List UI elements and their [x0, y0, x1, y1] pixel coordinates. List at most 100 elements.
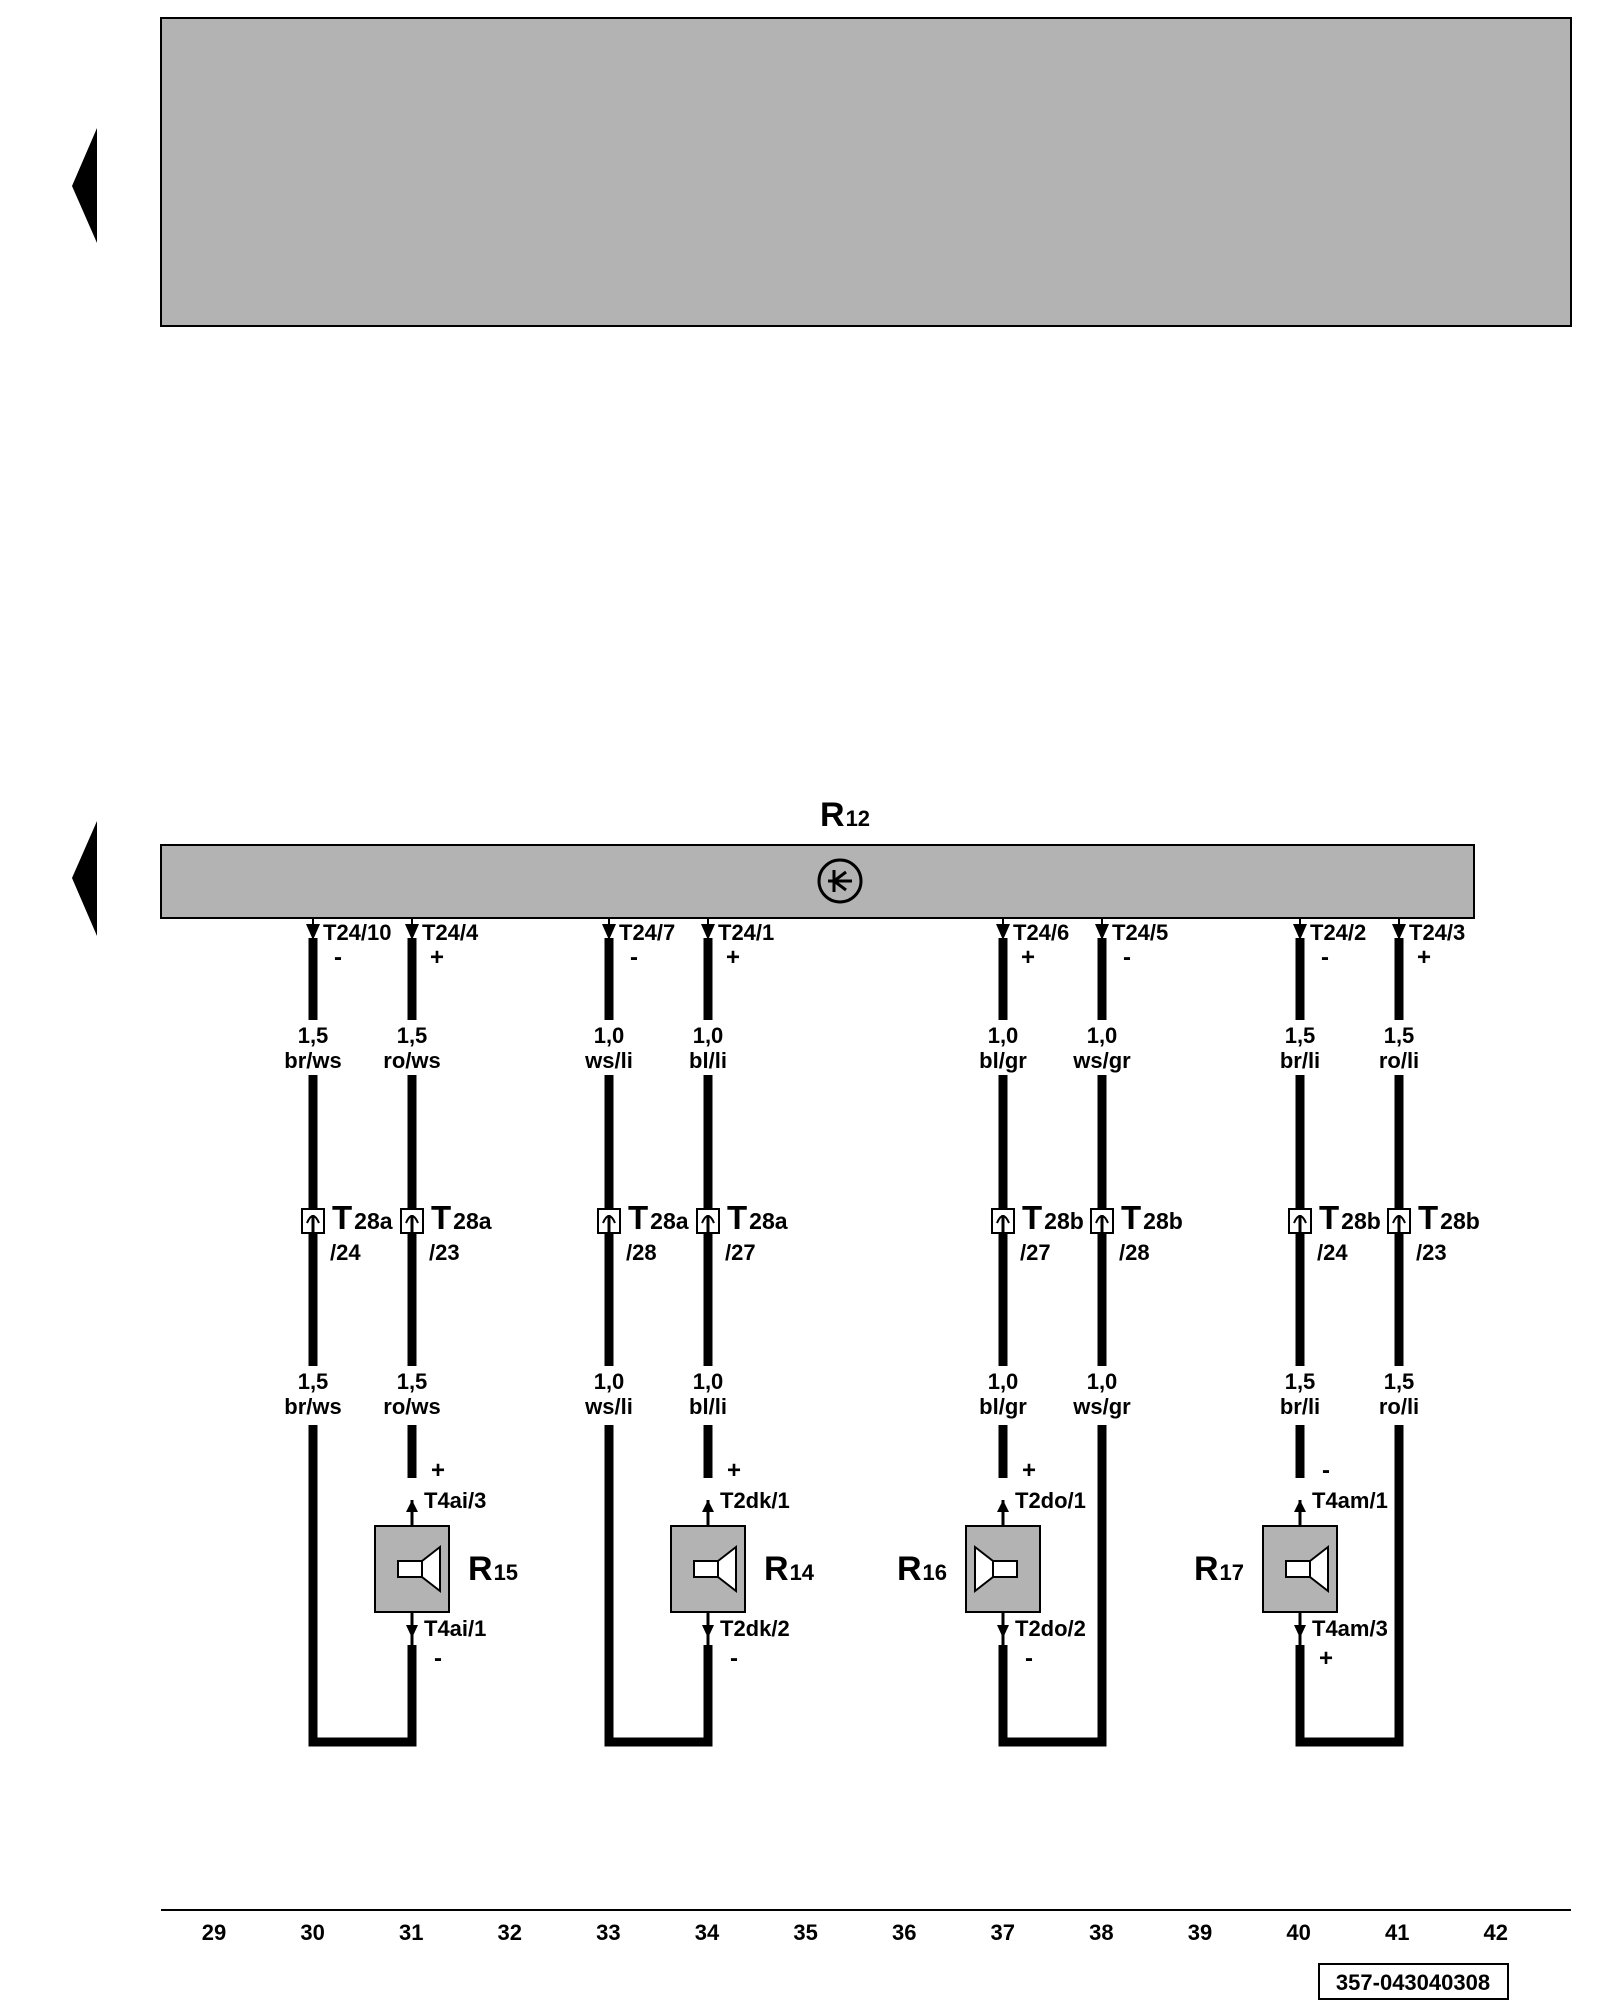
speaker-bottom-pin: T2dk/2: [720, 1616, 790, 1641]
connector-pin-label: /28: [1119, 1240, 1150, 1265]
speaker-bottom-sign: +: [1319, 1645, 1333, 1672]
pin-arrow-icon: [1095, 924, 1109, 940]
connector-pin-label: /24: [1317, 1240, 1348, 1265]
track-number: 31: [399, 1920, 423, 1945]
connector-label: T28b: [1418, 1199, 1480, 1236]
pin-arrow-icon: [996, 924, 1010, 940]
pin-arrow-icon: [997, 1500, 1009, 1512]
connector-pin-icon: [400, 1208, 424, 1234]
doc-number-box: [1318, 1963, 1509, 2000]
wire-color-label: bl/li: [689, 1394, 727, 1419]
speakers-layer: +T4ai/3T4ai/1-R15+T2dk/1T2dk/2-R14+T2do/…: [374, 1457, 1388, 1672]
pin-arrow-icon: [702, 1625, 714, 1638]
pin-arrow-icon: [1392, 924, 1406, 940]
wire-color-label: bl/li: [689, 1048, 727, 1073]
pin-label: T24/7: [619, 920, 675, 945]
connector-pin-label: /28: [626, 1240, 657, 1265]
speaker-icon: [974, 1544, 1018, 1594]
pin-sign: +: [726, 944, 740, 971]
nav-arrow-top-left-triangle-icon[interactable]: [72, 128, 97, 243]
wire-color-label: bl/gr: [979, 1048, 1027, 1073]
control-unit-box[interactable]: [160, 844, 1475, 919]
track-number: 30: [300, 1920, 324, 1945]
pin-label: T24/4: [422, 920, 479, 945]
wires-layer: T24/10-1,5br/ws1,5br/wsT28a/24T24/4+1,5r…: [284, 918, 1480, 1747]
speaker-bottom-pin: T2do/2: [1015, 1616, 1086, 1641]
wire-size-label: 1,0: [693, 1369, 724, 1394]
track-number: 39: [1188, 1920, 1212, 1945]
speaker-icon: [693, 1544, 737, 1594]
track-number: 34: [695, 1920, 720, 1945]
wire-color-label: ro/ws: [383, 1394, 440, 1419]
control-unit-label: R12: [820, 796, 870, 834]
speaker-top-sign: +: [727, 1457, 741, 1484]
pin-arrow-icon: [1294, 1500, 1306, 1512]
pin-label: T24/3: [1409, 920, 1465, 945]
speaker-top-pin: T4ai/3: [424, 1488, 486, 1513]
wire-size-label: 1,0: [988, 1023, 1019, 1048]
speaker-bottom-pin: T4am/3: [1312, 1616, 1388, 1641]
pin-sign: -: [334, 944, 342, 971]
connector-pin-icon: [301, 1208, 325, 1234]
wire-color-label: br/ws: [284, 1048, 341, 1073]
pin-label: T24/1: [718, 920, 774, 945]
pin-sign: +: [1021, 944, 1035, 971]
track-number: 40: [1286, 1920, 1310, 1945]
speaker-label: R17: [1194, 1550, 1244, 1588]
speaker-top-pin: T2do/1: [1015, 1488, 1086, 1513]
wire-size-label: 1,5: [397, 1023, 428, 1048]
connector-label: T28a: [431, 1199, 492, 1236]
wire-size-label: 1,5: [298, 1023, 329, 1048]
pin-label: T24/5: [1112, 920, 1168, 945]
wire-color-label: bl/gr: [979, 1394, 1027, 1419]
wire-size-label: 1,0: [1087, 1023, 1118, 1048]
speaker-bottom-sign: -: [434, 1645, 442, 1672]
connector-pin-label: /23: [1416, 1240, 1447, 1265]
track-number: 36: [892, 1920, 916, 1945]
pin-label: T24/10: [323, 920, 392, 945]
pin-label: T24/6: [1013, 920, 1069, 945]
track-number: 35: [793, 1920, 817, 1945]
connector-pin-icon: [991, 1208, 1015, 1234]
nav-arrow-bottom-left-triangle-icon[interactable]: [72, 821, 97, 936]
speaker-label: R14: [764, 1550, 815, 1588]
wire-color-label: ws/gr: [1072, 1394, 1131, 1419]
connector-label: T28a: [727, 1199, 788, 1236]
track-number: 29: [202, 1920, 226, 1945]
speaker-top-sign: -: [1322, 1457, 1330, 1484]
pin-arrow-icon: [405, 924, 419, 940]
wire-size-label: 1,0: [1087, 1369, 1118, 1394]
speaker-top-sign: +: [431, 1457, 445, 1484]
track-number: 32: [498, 1920, 522, 1945]
pin-label: T24/2: [1310, 920, 1366, 945]
connector-label: T28b: [1022, 1199, 1084, 1236]
connector-pin-label: /23: [429, 1240, 460, 1265]
pin-arrow-icon: [1293, 924, 1307, 940]
wire-color-label: ro/li: [1379, 1394, 1419, 1419]
wire-size-label: 1,0: [594, 1369, 625, 1394]
wire-size-label: 1,5: [1384, 1023, 1415, 1048]
radio-antenna-icon: [817, 858, 863, 904]
speaker-top-pin: T2dk/1: [720, 1488, 790, 1513]
wire-color-label: ro/ws: [383, 1048, 440, 1073]
pin-arrow-icon: [406, 1500, 418, 1512]
track-number: 33: [596, 1920, 620, 1945]
wire-color-label: ws/li: [584, 1394, 633, 1419]
pin-arrow-icon: [406, 1625, 418, 1638]
pin-arrow-icon: [702, 1500, 714, 1512]
pin-sign: -: [1321, 944, 1329, 971]
speaker-bottom-sign: -: [1025, 1645, 1033, 1672]
